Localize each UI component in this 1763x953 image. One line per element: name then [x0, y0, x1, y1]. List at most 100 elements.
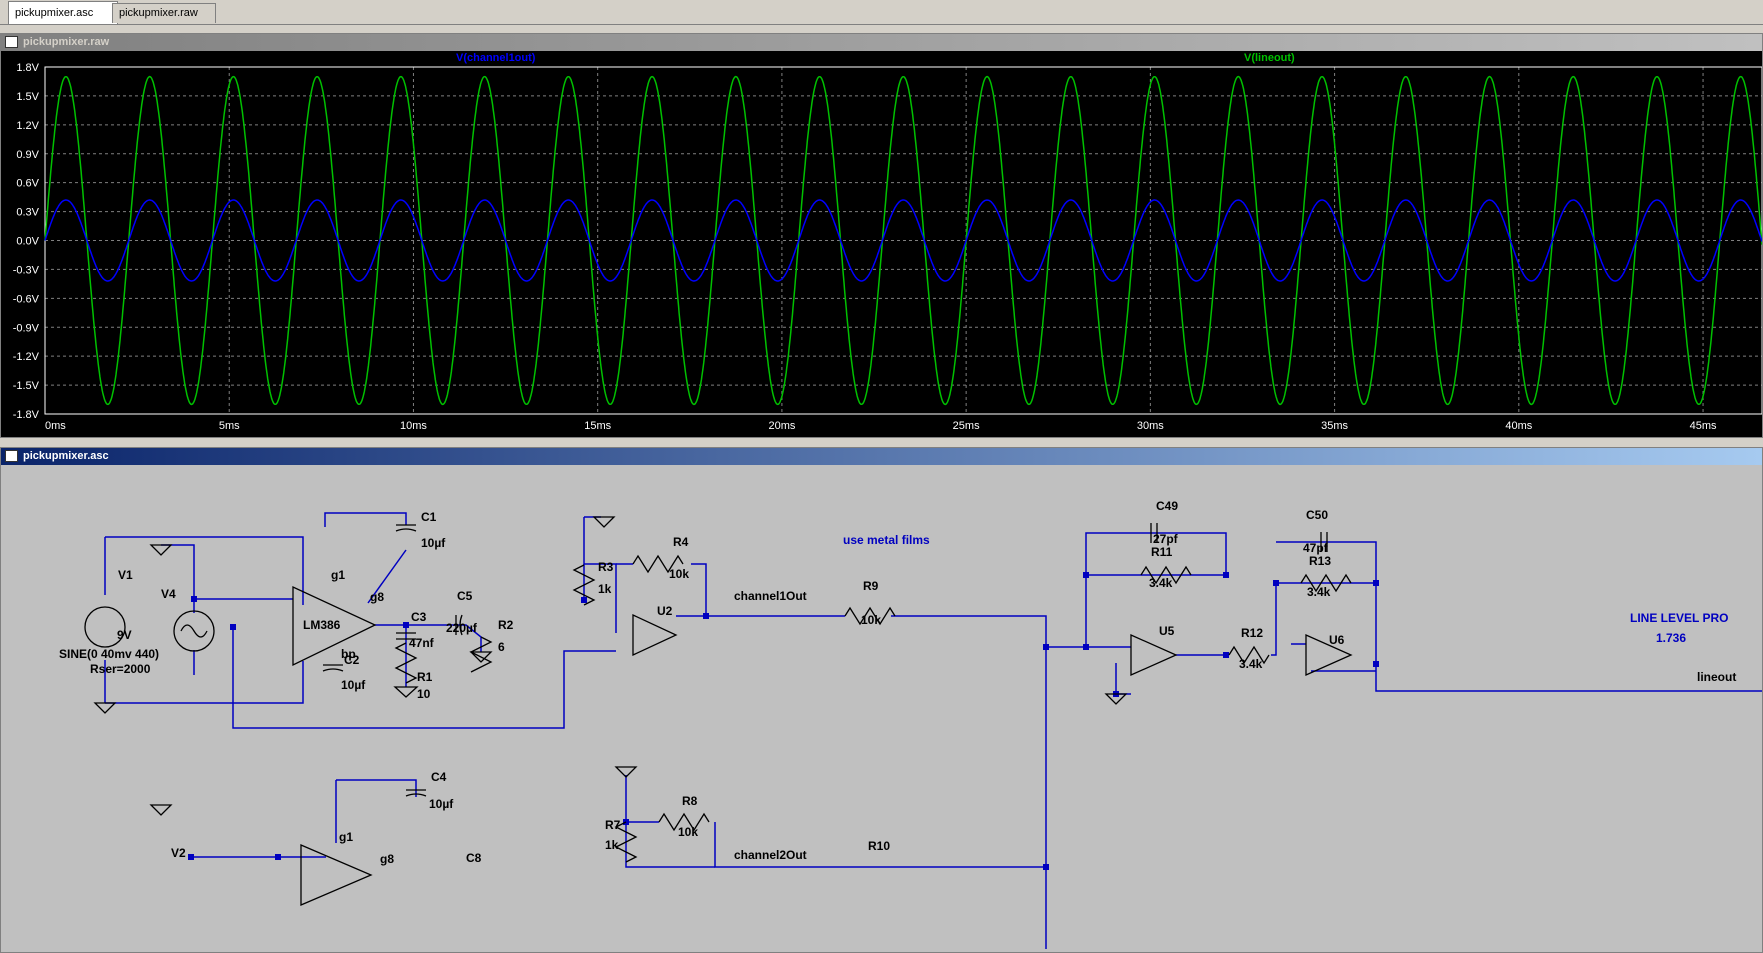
voltage-source-v1[interactable]: [84, 606, 126, 648]
label-c4: C4: [431, 770, 447, 784]
label-rser: Rser=2000: [90, 662, 151, 676]
resistor-r2[interactable]: [469, 636, 493, 673]
schematic-wires: [104, 512, 1762, 949]
label-lm386: LM386: [303, 618, 341, 632]
label-r11: R11: [1151, 545, 1173, 559]
y-tick-label: 1.2V: [16, 120, 39, 132]
label-r9-value: 10k: [861, 613, 881, 627]
label-sine: SINE(0 40mv 440): [59, 647, 159, 661]
label-r4-value: 10k: [669, 567, 689, 581]
resistor-r11[interactable]: [1140, 565, 1192, 585]
resistor-r4[interactable]: [632, 554, 684, 574]
waveform-window-title: pickupmixer.raw: [23, 36, 110, 48]
y-tick-label: 1.5V: [16, 91, 39, 103]
y-tick-label: -1.8V: [13, 409, 40, 421]
document-tab-bar: pickupmixer.asc pickupmixer.raw: [0, 0, 1763, 25]
y-tick-label: 0.6V: [16, 178, 39, 190]
capacitor-c50[interactable]: [1320, 532, 1328, 552]
schematic-canvas[interactable]: V1 9V V4 SINE(0 40mv 440) Rser=2000 LM38…: [1, 465, 1762, 953]
label-c1: C1: [421, 510, 437, 524]
label-r4: R4: [673, 535, 689, 549]
y-tick-label: -1.2V: [13, 351, 40, 363]
y-tick-label: -0.6V: [13, 293, 40, 305]
label-r3: R3: [598, 560, 614, 574]
version-text: 1.736: [1656, 631, 1686, 645]
label-v1-value: 9V: [117, 628, 132, 642]
label-c8: C8: [466, 851, 482, 865]
x-tick-label: 0ms: [45, 420, 66, 432]
opamp-u2[interactable]: [632, 613, 678, 657]
waveform-icon: [5, 36, 18, 48]
opamp-u6[interactable]: [1305, 633, 1353, 677]
schematic-window[interactable]: pickupmixer.asc: [0, 447, 1763, 953]
net-label-channel2out: channel2Out: [734, 848, 807, 862]
label-r11-value: 3.4k: [1149, 576, 1173, 590]
label-c49: C49: [1156, 499, 1178, 513]
trace-channel1out[interactable]: [44, 199, 1762, 282]
y-tick-label: -0.3V: [13, 264, 40, 276]
label-c50: C50: [1306, 508, 1328, 522]
label-g1: g1: [331, 568, 345, 582]
waveform-plot[interactable]: 1.8V1.5V1.2V0.9V0.6V0.3V0.0V-0.3V-0.6V-0…: [1, 51, 1762, 437]
x-tick-label: 10ms: [400, 420, 427, 432]
x-tick-label: 40ms: [1505, 420, 1532, 432]
waveform-window-titlebar[interactable]: pickupmixer.raw: [1, 34, 1762, 51]
opamp-u5[interactable]: [1130, 633, 1178, 677]
label-r13-value: 3.4k: [1307, 585, 1331, 599]
label-r1: R1: [417, 670, 433, 684]
tab-pickupmixer-raw[interactable]: pickupmixer.raw: [112, 3, 216, 23]
brand-text: LINE LEVEL PRO: [1630, 611, 1728, 625]
label-c5-value: 220µf: [446, 621, 478, 635]
resistor-r1[interactable]: [394, 642, 418, 684]
y-axis-ticks: 1.8V1.5V1.2V0.9V0.6V0.3V0.0V-0.3V-0.6V-0…: [13, 62, 40, 421]
tab-pickupmixer-asc[interactable]: pickupmixer.asc: [8, 1, 118, 24]
label-r8-value: 10k: [678, 825, 698, 839]
label-r1-value: 10: [417, 687, 431, 701]
capacitor-c2[interactable]: [322, 664, 344, 672]
label-c1-value: 10µf: [421, 536, 446, 550]
label-r12-value: 3.4k: [1239, 657, 1263, 671]
x-tick-label: 15ms: [584, 420, 611, 432]
label-c2-value: 10µf: [341, 678, 366, 692]
label-r2: R2: [498, 618, 514, 632]
label-v2: V2: [171, 846, 186, 860]
y-tick-label: -0.9V: [13, 322, 40, 334]
x-tick-label: 5ms: [219, 420, 240, 432]
label-u6: U6: [1329, 633, 1345, 647]
resistor-r12[interactable]: [1228, 645, 1270, 665]
label-c5: C5: [457, 589, 473, 603]
label-bp: bp: [341, 647, 356, 661]
lm386-amplifier[interactable]: [292, 585, 377, 667]
resistor-r9[interactable]: [844, 606, 896, 626]
capacitor-c49[interactable]: [1150, 523, 1158, 543]
trace-lineout[interactable]: [44, 75, 1762, 406]
label-r2-value: 6: [498, 640, 505, 654]
schematic-window-titlebar[interactable]: pickupmixer.asc: [1, 448, 1762, 465]
trace-label-lineout[interactable]: V(lineout): [1244, 52, 1295, 64]
schematic-icon: [5, 450, 18, 462]
resistor-r3[interactable]: [572, 564, 596, 606]
x-tick-label: 45ms: [1690, 420, 1717, 432]
voltage-source-v4[interactable]: [173, 610, 215, 652]
label-c50-value: 47pf: [1303, 541, 1329, 555]
y-tick-label: -1.5V: [13, 380, 40, 392]
label-c2: C2: [344, 653, 360, 667]
y-tick-label: 0.9V: [16, 149, 39, 161]
resistor-r13[interactable]: [1300, 573, 1352, 593]
label-c3-value: 47nf: [409, 636, 435, 650]
schematic-labels: V1 9V V4 SINE(0 40mv 440) Rser=2000 LM38…: [59, 499, 1736, 866]
x-tick-label: 20ms: [768, 420, 795, 432]
label-c4-value: 10µf: [429, 797, 454, 811]
label-c3: C3: [411, 610, 427, 624]
y-tick-label: 1.8V: [16, 62, 39, 74]
capacitor-c5[interactable]: [455, 614, 463, 636]
capacitor-c3[interactable]: [396, 632, 416, 640]
capacitor-c1[interactable]: [395, 524, 417, 532]
label-r7-value: 1k: [605, 838, 619, 852]
label-v1: V1: [118, 568, 133, 582]
label-g1-bottom: g1: [339, 830, 353, 844]
trace-label-channel1out[interactable]: V(channel1out): [456, 52, 536, 64]
label-g8-bottom: g8: [380, 852, 394, 866]
